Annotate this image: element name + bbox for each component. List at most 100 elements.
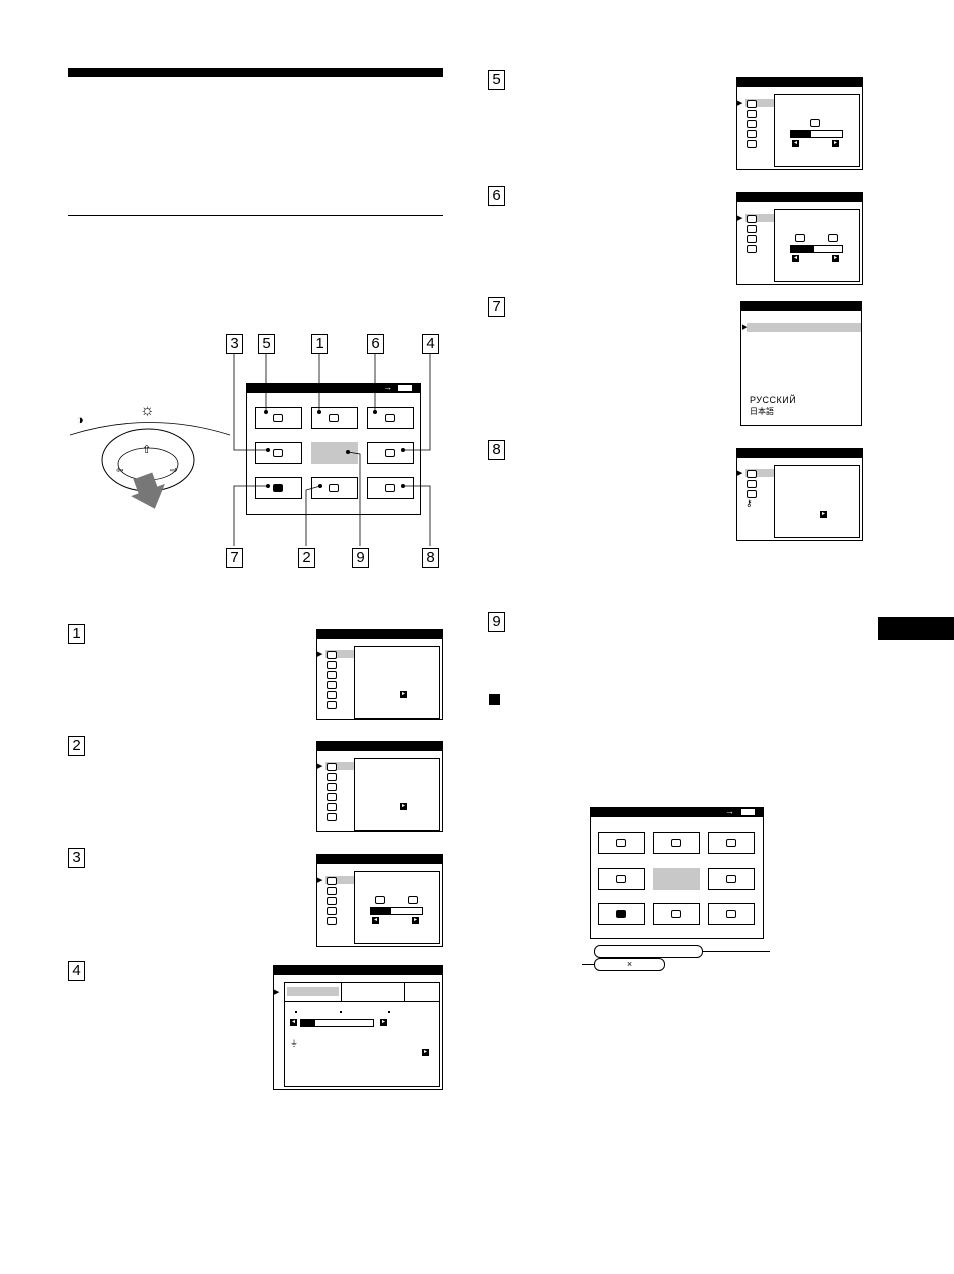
- section-6-number: 6: [488, 186, 505, 206]
- tile2-screen[interactable]: [708, 868, 755, 890]
- menu6-plus-button[interactable]: ▸: [832, 255, 839, 262]
- language-icon: [273, 484, 283, 492]
- width-icon: [671, 910, 681, 918]
- key-icon[interactable]: ⚷: [746, 498, 753, 508]
- menu7-titlebar: [741, 302, 861, 311]
- tile2-geometry[interactable]: [598, 868, 645, 890]
- menu-screenshot-4: ▶ ◂ ▸ ⏚ ▸: [273, 965, 443, 1090]
- menu8-item-3[interactable]: [747, 490, 757, 498]
- screen-icon: [726, 875, 736, 883]
- tile2-convergence[interactable]: [708, 832, 755, 854]
- menu3-plus-button[interactable]: ▸: [412, 917, 419, 924]
- menu6-item-1[interactable]: [747, 215, 757, 223]
- note-bullet: [489, 694, 500, 705]
- callout-2: 2: [298, 548, 315, 568]
- menu3-slider[interactable]: [370, 907, 423, 915]
- menu1-item-4[interactable]: [327, 681, 337, 689]
- menu2-item-3[interactable]: [327, 783, 337, 791]
- menu6-item-2[interactable]: [747, 225, 757, 233]
- menu6-slider[interactable]: [790, 245, 843, 253]
- tile2-language[interactable]: [598, 903, 645, 925]
- callout-9: 9: [352, 548, 369, 568]
- menu8-item-1[interactable]: [747, 470, 757, 478]
- menu8-highlight: [745, 469, 775, 477]
- menu4-tick-2: [340, 1011, 342, 1013]
- menu4-tick-3: [388, 1011, 390, 1013]
- menu1-next-button[interactable]: ▸: [400, 691, 407, 698]
- menu4-slider[interactable]: [300, 1019, 374, 1027]
- menu3-item-3[interactable]: [327, 897, 337, 905]
- menu3-item-1[interactable]: [327, 877, 337, 885]
- language-russian[interactable]: РУССКИЙ: [750, 395, 797, 405]
- menu1-item-5[interactable]: [327, 691, 337, 699]
- menu1-item-1[interactable]: [327, 651, 337, 659]
- tile-size[interactable]: [311, 477, 358, 499]
- menu-screenshot-7: ▶ РУССКИЙ 日本語: [740, 301, 862, 426]
- menu1-item-3[interactable]: [327, 671, 337, 679]
- menu2-item-5[interactable]: [327, 803, 337, 811]
- menu6-minus-button[interactable]: ◂: [792, 255, 799, 262]
- menu2-item-1[interactable]: [327, 763, 337, 771]
- tile2-blank-selected[interactable]: [653, 868, 700, 890]
- menu5-slider[interactable]: [790, 130, 843, 138]
- section-divider: [68, 215, 443, 216]
- menu8-item-2[interactable]: [747, 480, 757, 488]
- menu4-tab-1[interactable]: [287, 987, 339, 996]
- convergence-icon: [385, 414, 395, 422]
- section-5-number: 5: [488, 70, 505, 90]
- svg-text:⇧: ⇧: [142, 443, 151, 456]
- callout-8: 8: [422, 548, 439, 568]
- menu1-panel: [354, 646, 440, 719]
- menu5-item-3[interactable]: [747, 120, 757, 128]
- size-icon: [671, 839, 681, 847]
- menu4-next-button[interactable]: ▸: [422, 1049, 429, 1056]
- tile-screen[interactable]: [367, 442, 414, 464]
- menu2-next-button[interactable]: ▸: [400, 803, 407, 810]
- info-leader-1: [703, 951, 770, 952]
- menu1-item-6[interactable]: [327, 701, 337, 709]
- menu3-item-2[interactable]: [327, 887, 337, 895]
- tile-language[interactable]: [255, 477, 302, 499]
- menu3-minus-button[interactable]: ◂: [372, 917, 379, 924]
- menu-screenshot-1: ▶ ▸: [316, 629, 443, 720]
- menu1-item-2[interactable]: [327, 661, 337, 669]
- menu6-item-4[interactable]: [747, 245, 757, 253]
- menu5-item-1[interactable]: [747, 100, 757, 108]
- menu2-item-4[interactable]: [327, 793, 337, 801]
- menu3-item-4[interactable]: [327, 907, 337, 915]
- menu6-item-3[interactable]: [747, 235, 757, 243]
- menu4-tick-1: [295, 1011, 297, 1013]
- menu5-item-4[interactable]: [747, 130, 757, 138]
- section-2-number: 2: [68, 736, 85, 756]
- menu1-titlebar: [317, 630, 442, 639]
- menu5-plus-button[interactable]: ▸: [832, 140, 839, 147]
- language-japanese[interactable]: 日本語: [750, 407, 774, 416]
- menu2-item-6[interactable]: [327, 813, 337, 821]
- menu4-plus-button[interactable]: ▸: [380, 1019, 387, 1026]
- callout-leaders: [233, 354, 431, 546]
- exit-arrow-icon-2: →: [725, 806, 734, 816]
- tile2-size-center[interactable]: [653, 832, 700, 854]
- menu2-item-2[interactable]: [327, 773, 337, 781]
- tile-options[interactable]: [367, 477, 414, 499]
- multiply-sign: ×: [626, 959, 633, 969]
- info-leader-2: [582, 964, 594, 965]
- width-icon: [329, 484, 339, 492]
- menu3-right-shape-icon: [408, 896, 418, 904]
- callout-4: 4: [422, 334, 439, 354]
- tile-geometry[interactable]: [255, 442, 302, 464]
- menu3-pointer: ▶: [317, 877, 323, 884]
- tile-size-center[interactable]: [311, 407, 358, 429]
- menu5-item-5[interactable]: [747, 140, 757, 148]
- menu8-next-button[interactable]: ▸: [820, 511, 827, 518]
- tile-convergence[interactable]: [367, 407, 414, 429]
- tile2-options[interactable]: [708, 903, 755, 925]
- tile2-color[interactable]: [598, 832, 645, 854]
- section-7-number: 7: [488, 297, 505, 317]
- tile-blank-selected[interactable]: [311, 442, 358, 464]
- menu5-item-2[interactable]: [747, 110, 757, 118]
- menu3-item-5[interactable]: [327, 917, 337, 925]
- menu5-minus-button[interactable]: ◂: [792, 140, 799, 147]
- menu4-minus-button[interactable]: ◂: [290, 1019, 297, 1026]
- tile2-size[interactable]: [653, 903, 700, 925]
